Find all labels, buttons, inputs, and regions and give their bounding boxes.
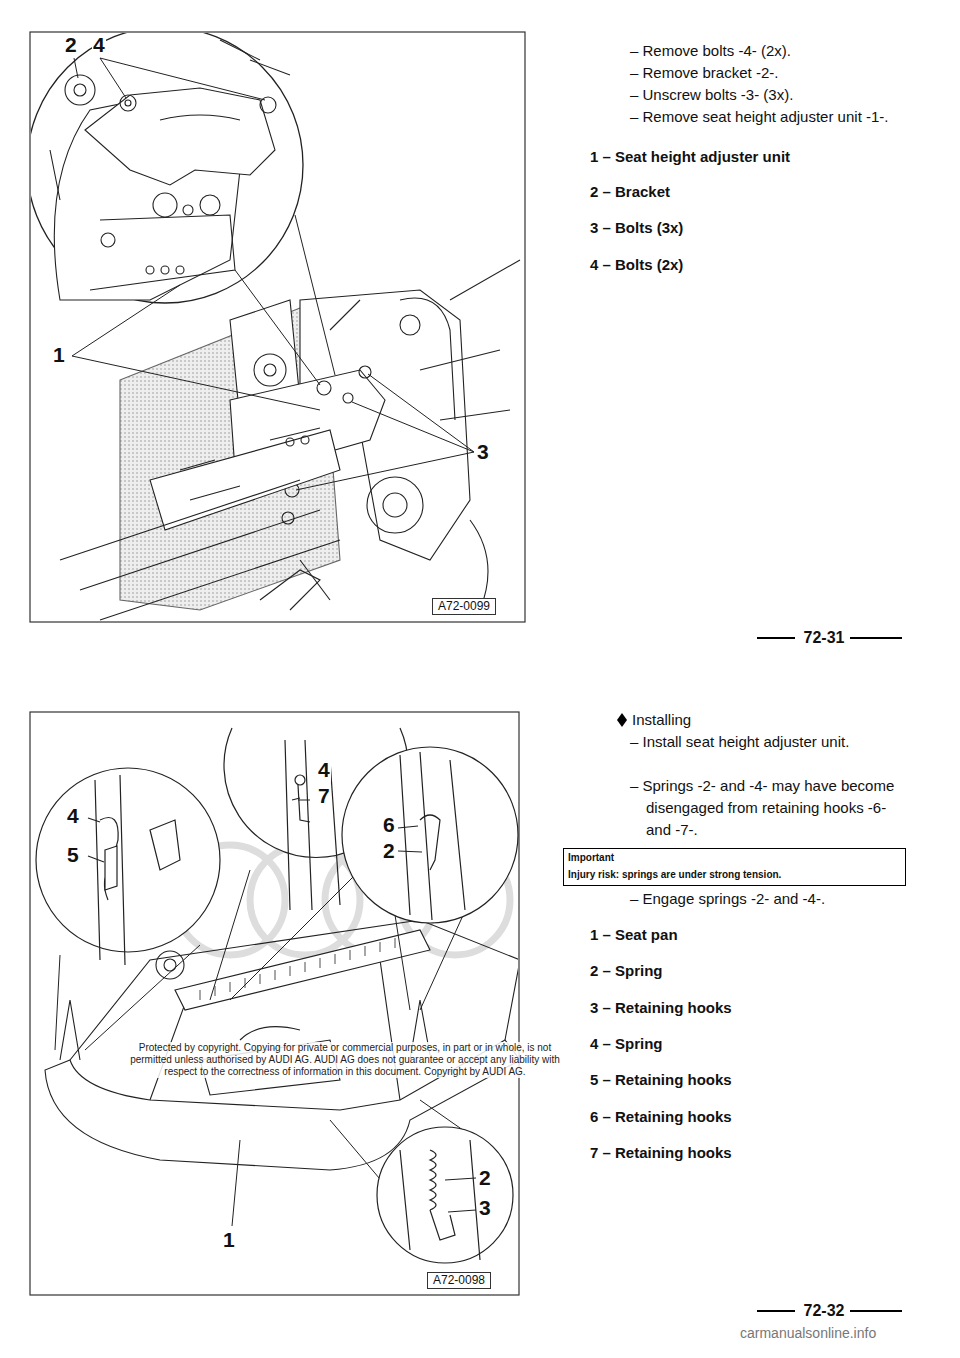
instruction-step: – Springs -2- and -4- may have become di… [630,775,901,841]
callout-number: 4 [66,804,80,828]
instruction-step: – Install seat height adjuster unit. [630,731,906,753]
detail-insets [36,728,518,1263]
callout-number: 2 [478,1166,492,1190]
part-key: 7 – Retaining hooks [590,1142,910,1164]
part-key: 3 – Bolts (3x) [590,217,910,239]
part-key: 6 – Retaining hooks [590,1106,910,1128]
callout-number: 1 [222,1228,236,1252]
part-key: 1 – Seat height adjuster unit [590,146,910,168]
instruction-step: – Remove bolts -4- (2x). [630,40,916,62]
callout-number: 3 [478,1196,492,1220]
copyright-watermark: Protected by copyright. Copying for priv… [120,1042,570,1078]
page-number: 72-31 [796,627,852,649]
callout-number: 7 [317,784,331,808]
callout-number: 2 [382,839,396,863]
part-key: 2 – Bracket [590,181,910,203]
seat-adjuster-drawing [31,33,520,620]
leader-lines [72,58,474,490]
instruction-step: – Remove seat height adjuster unit -1-. [630,106,896,128]
callout-number: 2 [64,33,78,57]
part-key: 1 – Seat pan [590,924,910,946]
warning-text: Injury risk: springs are under strong te… [568,869,901,881]
part-key: 5 – Retaining hooks [590,1069,910,1091]
part-key: 2 – Spring [590,960,910,982]
instruction-step: – Remove bracket -2-. [630,62,916,84]
warning-heading: Important [568,852,901,864]
figure-code: A72-0098 [427,1272,491,1289]
instruction-step: – Unscrew bolts -3- (3x). [630,84,916,106]
bullet-diamond [617,713,627,727]
callout-number: 1 [52,343,66,367]
warning-box: ImportantInjury risk: springs are under … [563,848,906,886]
figure-frame [30,712,519,1295]
part-key: 4 – Bolts (2x) [590,254,910,276]
callout-number: 4 [317,758,331,782]
part-key: 3 – Retaining hooks [590,997,910,1019]
section-heading: Installing [632,709,882,731]
part-key: 4 – Spring [590,1033,910,1055]
site-watermark: carmanualsonline.info [740,1322,876,1344]
callout-number: 6 [382,813,396,837]
callout-number: 3 [476,440,490,464]
page-number: 72-32 [796,1300,852,1322]
figure-code: A72-0099 [432,598,496,615]
callout-number: 4 [92,33,106,57]
instruction-step: – Engage springs -2- and -4-. [630,888,916,910]
callout-number: 5 [66,843,80,867]
